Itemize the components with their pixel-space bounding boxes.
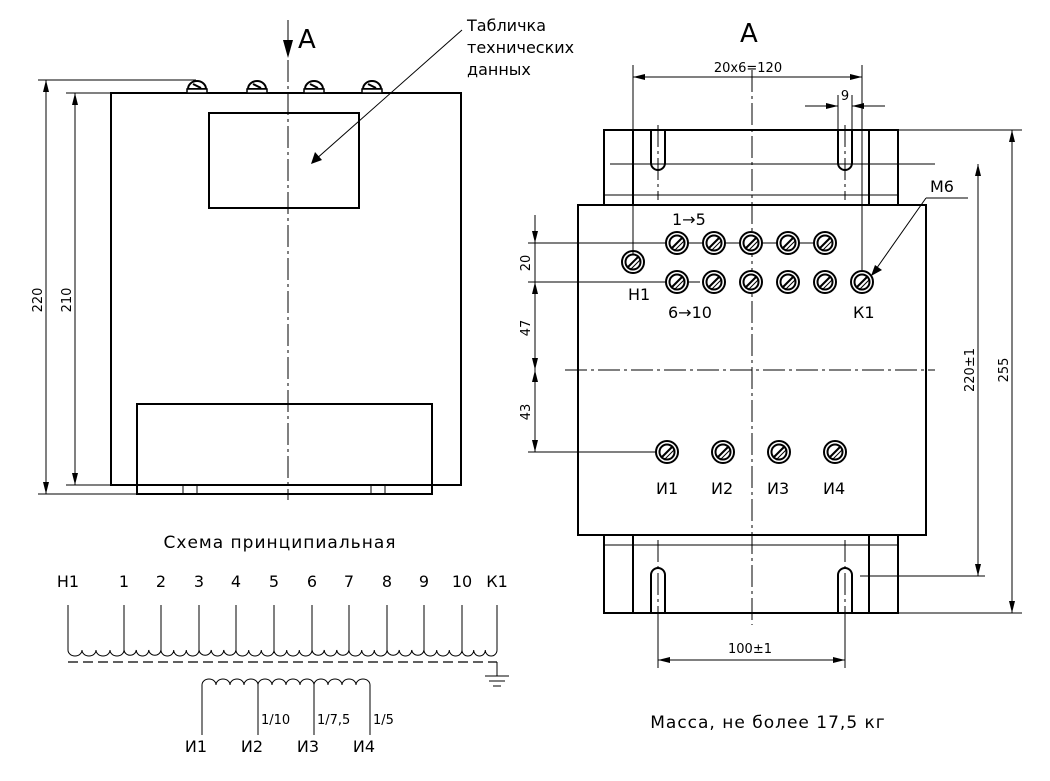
primary-winding xyxy=(67,605,498,657)
tap-1: 1 xyxy=(119,572,129,591)
sec-i2: И2 xyxy=(241,737,263,756)
tap-h1: Н1 xyxy=(57,572,79,591)
terminal-3 xyxy=(739,231,763,255)
label-h1: Н1 xyxy=(628,285,650,304)
ground-icon xyxy=(485,662,509,687)
thread-m6: М6 xyxy=(930,177,954,196)
nameplate-rect xyxy=(208,112,360,209)
ratio-1-10: 1/10 xyxy=(261,713,290,728)
terminal-1 xyxy=(665,231,689,255)
ratio-1-5: 1/5 xyxy=(373,713,394,728)
tap-7: 7 xyxy=(344,572,354,591)
base-block xyxy=(136,403,433,495)
sec-i4: И4 xyxy=(353,737,375,756)
primary-tap-labels: Н1 1 2 3 4 5 6 7 8 9 10 К1 xyxy=(57,572,508,591)
terminal-9 xyxy=(776,270,800,294)
secondary-winding xyxy=(201,678,371,735)
dim-220: 220 xyxy=(31,288,46,313)
top-terminal xyxy=(186,80,208,94)
terminal-2 xyxy=(702,231,726,255)
top-terminal xyxy=(246,80,268,94)
terminal-7 xyxy=(702,270,726,294)
terminal-6 xyxy=(665,270,689,294)
label-6-10: 6→10 xyxy=(668,303,712,322)
terminal-5 xyxy=(813,231,837,255)
dim-100-1: 100±1 xyxy=(728,642,772,657)
label-k1: К1 xyxy=(853,303,875,322)
top-foot xyxy=(603,129,899,206)
top-terminal xyxy=(303,80,325,94)
dim-210: 210 xyxy=(60,288,75,313)
sec-i3: И3 xyxy=(297,737,319,756)
sec-i1: И1 xyxy=(185,737,207,756)
terminal-4 xyxy=(776,231,800,255)
nameplate-label-1: Табличка xyxy=(466,16,546,35)
view-a-title: А xyxy=(740,19,758,49)
bottom-foot xyxy=(603,534,899,614)
dim-9: 9 xyxy=(841,89,849,104)
tap-10: 10 xyxy=(452,572,472,591)
label-1-5: 1→5 xyxy=(672,210,706,229)
label-i3: И3 xyxy=(767,479,789,498)
tap-8: 8 xyxy=(382,572,392,591)
top-terminal xyxy=(361,80,383,94)
front-body xyxy=(110,92,462,486)
tap-2: 2 xyxy=(156,572,166,591)
terminal-i4 xyxy=(823,440,847,464)
tap-3: 3 xyxy=(194,572,204,591)
tap-4: 4 xyxy=(231,572,241,591)
dim-20x6-120: 20x6=120 xyxy=(714,61,782,76)
terminal-i3 xyxy=(767,440,791,464)
nameplate-label-2: технических xyxy=(467,38,574,57)
front-view: A Табличка технических данных 220 xyxy=(31,16,574,500)
tap-6: 6 xyxy=(307,572,317,591)
nameplate-label-3: данных xyxy=(467,60,531,79)
tap-k1: К1 xyxy=(486,572,508,591)
ratio-1-7-5: 1/7,5 xyxy=(317,713,350,728)
schematic: Схема принципиальная Н1 1 2 3 4 5 6 7 8 … xyxy=(57,533,509,756)
dim-20: 20 xyxy=(519,255,534,272)
terminal-10 xyxy=(813,270,837,294)
schematic-title: Схема принципиальная xyxy=(164,533,397,553)
mass-note: Масса, не более 17,5 кг xyxy=(650,713,886,733)
tap-9: 9 xyxy=(419,572,429,591)
label-i4: И4 xyxy=(823,479,845,498)
label-i2: И2 xyxy=(711,479,733,498)
dim-220-1: 220±1 xyxy=(963,348,978,392)
section-mark-a: A xyxy=(298,25,316,55)
tap-5: 5 xyxy=(269,572,279,591)
terminal-i1 xyxy=(655,440,679,464)
dim-43: 43 xyxy=(519,404,534,421)
dim-255: 255 xyxy=(997,358,1012,383)
label-i1: И1 xyxy=(656,479,678,498)
dim-47: 47 xyxy=(519,320,534,337)
terminal-k1 xyxy=(850,270,874,294)
terminal-8 xyxy=(739,270,763,294)
terminal-i2 xyxy=(711,440,735,464)
view-a: А xyxy=(519,19,1022,733)
